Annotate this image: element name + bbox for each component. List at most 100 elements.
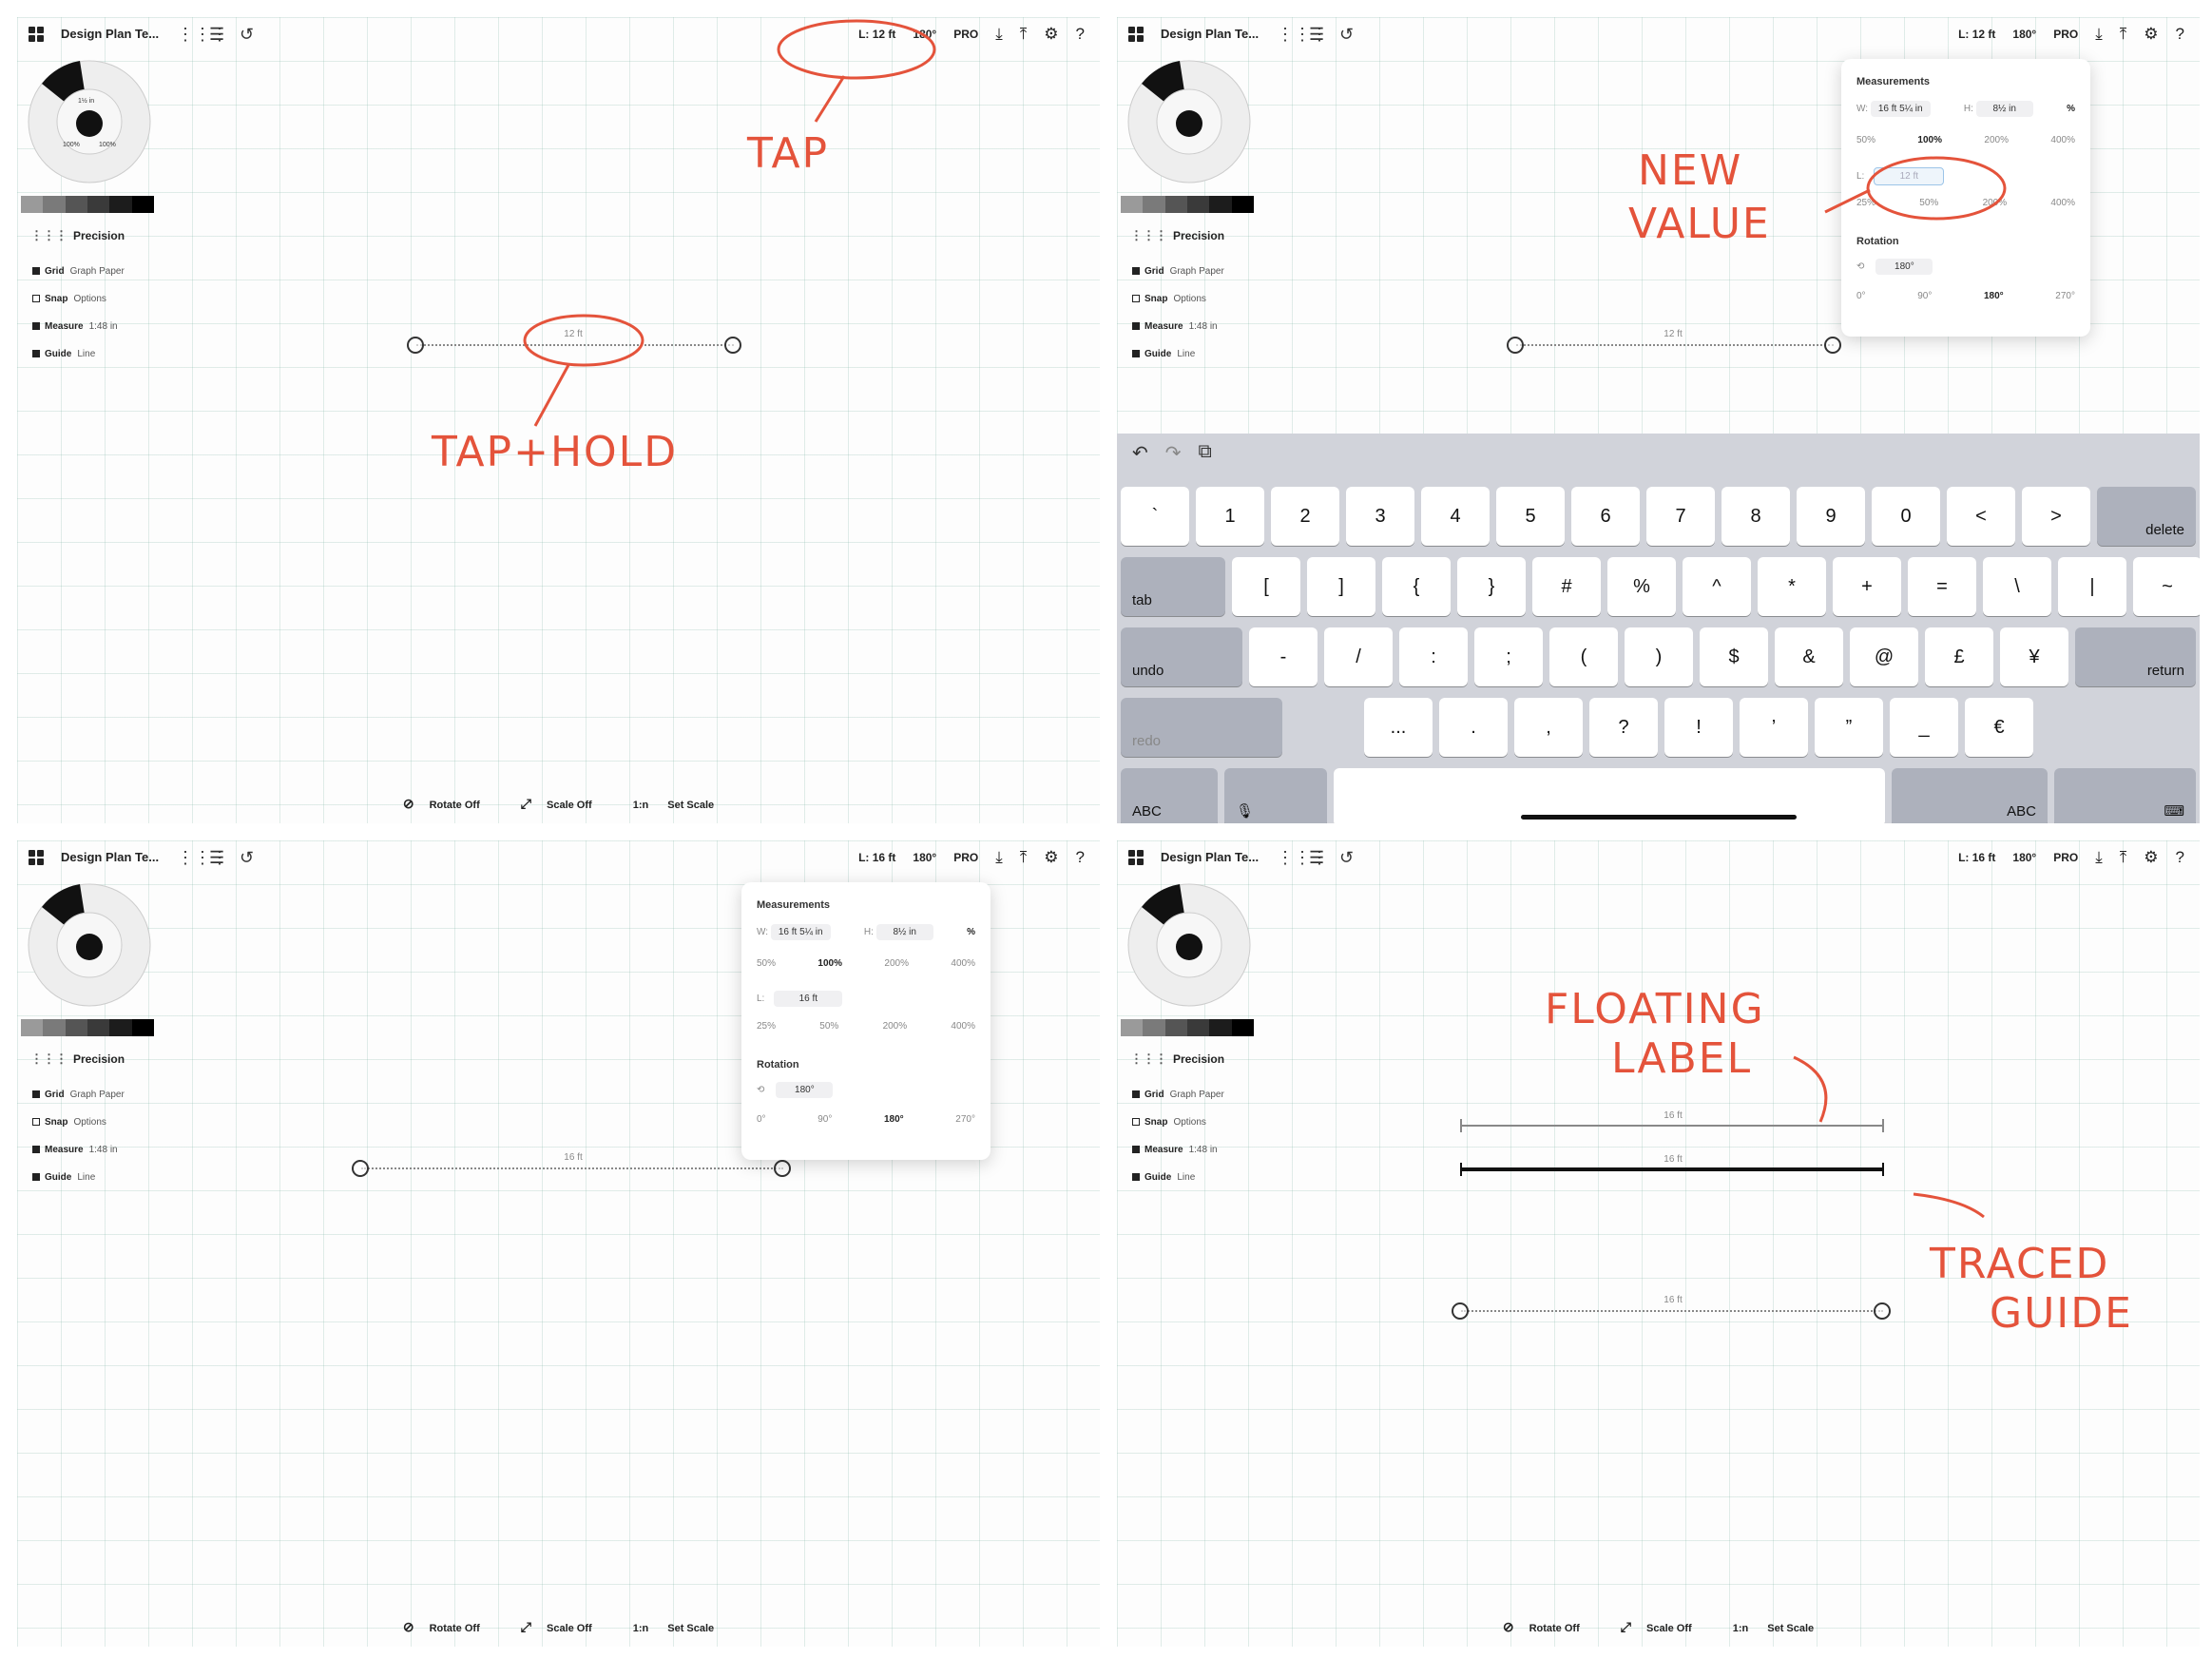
key[interactable]: ] [1307,557,1375,616]
scale-toggle[interactable]: ⤢Scale Off [520,796,592,811]
export-icon[interactable]: ⤒ [1019,848,1028,866]
redo-icon[interactable]: ↷ [1164,443,1182,464]
export-icon[interactable]: ⤒ [1019,25,1028,43]
key[interactable]: { [1382,557,1451,616]
layers-icon[interactable]: ☰ [209,25,225,44]
guide-line[interactable] [361,1167,783,1169]
key[interactable]: 4 [1421,487,1490,546]
width-field[interactable]: 16 ft 5¼ in [770,924,831,940]
pro-badge[interactable]: PRO [953,851,979,864]
pro-badge[interactable]: PRO [2053,28,2079,41]
guide-line[interactable] [1516,344,1834,346]
key[interactable]: . [1439,698,1508,757]
color-swatches[interactable] [21,1019,154,1036]
gallery-icon[interactable] [1128,850,1144,865]
key[interactable]: & [1775,627,1843,686]
return-key[interactable]: return [2075,627,2196,686]
lasso-icon[interactable]: ↺ [1339,848,1355,867]
settings-gear-icon[interactable]: ⚙ [2144,25,2159,43]
lasso-icon[interactable]: ↺ [240,25,255,44]
size-200[interactable]: 200% [1984,135,2009,145]
key[interactable]: $ [1700,627,1768,686]
rotate-toggle[interactable]: ⊘Rotate Off [402,796,480,811]
import-icon[interactable]: ⤓ [2095,848,2103,866]
key[interactable]: ¥ [2000,627,2068,686]
color-swatches[interactable] [21,196,154,213]
key[interactable]: ^ [1683,557,1751,616]
color-swatches[interactable] [1121,1019,1254,1036]
microphone-icon[interactable]: 🎙 [1224,768,1327,823]
settings-gear-icon[interactable]: ⚙ [1044,25,1059,43]
redo-key[interactable]: redo [1121,698,1282,757]
key[interactable]: | [2058,557,2126,616]
guide-line[interactable] [1461,1310,1883,1312]
layers-icon[interactable]: ☰ [1309,25,1325,44]
key[interactable]: 1 [1196,487,1264,546]
brush-wheel[interactable] [1123,878,1256,1012]
key[interactable]: 2 [1271,487,1339,546]
key[interactable]: ( [1549,627,1618,686]
status-rotation[interactable]: 180° [913,851,937,864]
guide-handle-end[interactable] [1824,337,1841,354]
guide-handle-start[interactable] [1507,337,1524,354]
status-length[interactable]: L: 12 ft [1958,28,1996,41]
grid-icon[interactable]: ⋮⋮⋮ [1277,25,1328,44]
size-50[interactable]: 50% [1856,135,1876,145]
key[interactable]: ” [1815,698,1883,757]
key[interactable]: 6 [1571,487,1640,546]
paste-icon[interactable]: ⧉ [1198,441,1212,462]
status-length[interactable]: L: 12 ft [858,28,896,41]
pro-badge[interactable]: PRO [953,28,979,41]
key[interactable]: : [1399,627,1468,686]
key[interactable]: 3 [1346,487,1414,546]
key[interactable]: > [2022,487,2090,546]
grid-icon[interactable]: ⋮⋮⋮ [177,25,228,44]
brush-wheel[interactable] [1123,55,1256,188]
guide-line[interactable] [416,344,734,346]
rotate-toggle[interactable]: ⊘Rotate Off [1502,1619,1580,1634]
key[interactable]: _ [1890,698,1958,757]
key[interactable]: * [1758,557,1826,616]
gallery-icon[interactable] [1128,27,1144,42]
color-swatches[interactable] [1121,196,1254,213]
guide-handle-start[interactable] [407,337,424,354]
grid-icon[interactable]: ⋮⋮⋮ [177,848,228,867]
delete-key[interactable]: delete [2097,487,2196,546]
scale-toggle[interactable]: ⤢Scale Off [1620,1619,1692,1634]
document-title[interactable]: Design Plan Te... [61,27,160,41]
key[interactable]: 0 [1872,487,1940,546]
layers-icon[interactable]: ☰ [1309,848,1325,867]
precision-header[interactable]: ⋮⋮⋮Precision [30,228,125,242]
undo-icon[interactable]: ↶ [1132,443,1148,464]
width-field[interactable]: 16 ft 5¼ in [1870,101,1931,117]
export-icon[interactable]: ⤒ [2119,25,2127,43]
lasso-icon[interactable]: ↺ [1339,25,1355,44]
key[interactable]: ? [1589,698,1658,757]
guide-handle-start[interactable] [1452,1302,1469,1320]
status-length[interactable]: L: 16 ft [1958,851,1996,864]
key[interactable]: } [1457,557,1526,616]
precision-header[interactable]: ⋮⋮⋮Precision [1130,1051,1225,1066]
key[interactable]: \ [1983,557,2051,616]
rotation-field[interactable]: 180° [1875,259,1933,275]
key[interactable]: - [1249,627,1318,686]
key[interactable]: € [1965,698,2033,757]
brush-wheel[interactable] [23,878,156,1012]
key[interactable]: % [1607,557,1676,616]
export-icon[interactable]: ⤒ [2119,848,2127,866]
keyboard-hide-icon[interactable]: ⌨ [2054,768,2196,823]
length-field[interactable]: 16 ft [774,991,843,1007]
document-title[interactable]: Design Plan Te... [61,850,160,864]
